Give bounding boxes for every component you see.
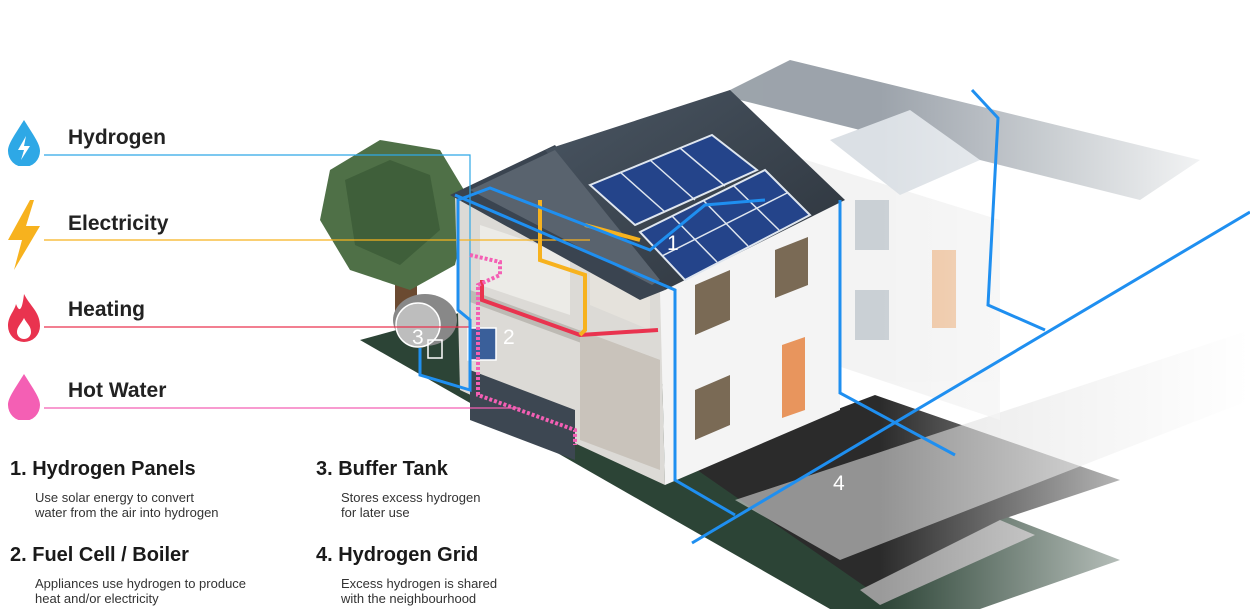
step-description: Excess hydrogen is shared with the neigh… <box>341 576 497 606</box>
hot-water-drop-icon <box>8 374 40 420</box>
hydrogen-panels <box>588 133 812 282</box>
pipe-network <box>44 88 1250 545</box>
step-description-line: heat and/or electricity <box>35 591 159 606</box>
step-description-line: Appliances use hydrogen to produce <box>35 576 247 591</box>
legend-label-hydrogen: Hydrogen <box>68 126 167 149</box>
callout-2: 2 <box>503 326 515 349</box>
main-house <box>393 195 840 485</box>
tree <box>320 140 470 320</box>
step-fuel-cell-boiler: 2. Fuel Cell / Boiler Appliances use hyd… <box>10 544 246 606</box>
step-description-line: Excess hydrogen is shared <box>341 576 498 591</box>
step-description: Use solar energy to convert water from t… <box>35 490 219 520</box>
step-title: 3. Buffer Tank <box>316 458 448 480</box>
callout-1: 1 <box>667 232 679 255</box>
step-description-line: Stores excess hydrogen <box>341 490 481 505</box>
step-title: 2. Fuel Cell / Boiler <box>10 544 189 566</box>
step-buffer-tank: 3. Buffer Tank Stores excess hydrogen fo… <box>316 458 480 520</box>
step-hydrogen-panels: 1. Hydrogen Panels Use solar energy to c… <box>10 458 219 520</box>
legend-label-electricity: Electricity <box>68 212 169 235</box>
step-hydrogen-grid: 4. Hydrogen Grid Excess hydrogen is shar… <box>316 544 497 606</box>
callout-4: 4 <box>833 472 845 495</box>
step-description-line: Use solar energy to convert <box>35 490 194 505</box>
step-description: Stores excess hydrogen for later use <box>341 490 480 520</box>
step-description-line: water from the air into hydrogen <box>35 505 219 520</box>
step-description-line: with the neighbourhood <box>341 591 477 606</box>
legend-label-hot-water: Hot Water <box>68 379 167 402</box>
step-description: Appliances use hydrogen to produce heat … <box>35 576 246 606</box>
legend-label-heating: Heating <box>68 298 146 321</box>
lightning-bolt-icon <box>8 200 40 270</box>
step-title: 1. Hydrogen Panels <box>10 458 196 480</box>
callout-3: 3 <box>412 326 424 349</box>
step-description-line: for later use <box>341 505 410 520</box>
flame-icon <box>8 294 40 342</box>
step-title: 4. Hydrogen Grid <box>316 544 479 566</box>
hydrogen-drop-icon <box>8 120 40 166</box>
